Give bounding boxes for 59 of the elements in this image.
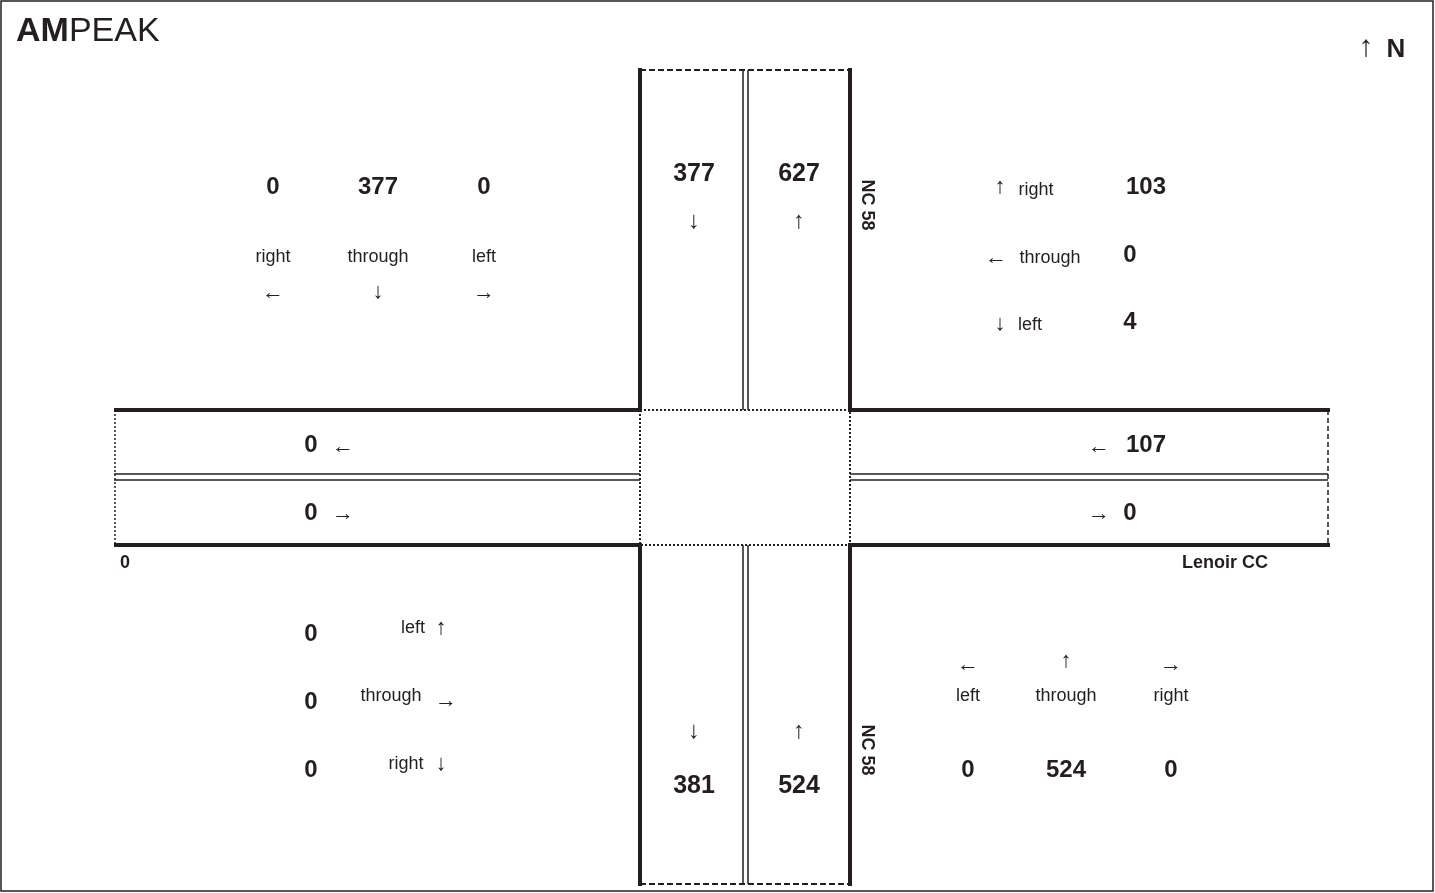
movement-label: right [388,754,424,772]
direction-arrow: ← [985,246,1007,268]
volume-number: 627 [778,159,820,185]
direction-arrow: ↓ [688,718,700,742]
direction-arrow: → [1160,653,1182,675]
movement-label: left [401,618,425,636]
volume-number: 0 [120,553,130,571]
movement-label: right [255,247,291,265]
road-name: Lenoir CC [1182,553,1268,571]
volume-number: 377 [358,174,398,198]
movement-label: through [1019,248,1081,266]
direction-arrow: ↓ [372,280,384,302]
direction-arrow: ↓ [688,208,700,232]
direction-arrow: → [332,502,354,524]
volume-number: 0 [477,174,491,198]
direction-arrow: → [473,281,495,303]
direction-arrow: ← [1088,435,1110,457]
volume-number: 4 [1123,309,1137,333]
movement-label: through [360,686,422,704]
movement-label: through [1035,686,1097,704]
direction-arrow: ↑ [793,208,805,232]
movement-label: right [1153,686,1189,704]
movement-label: left [472,247,496,265]
direction-arrow: ← [957,653,979,675]
direction-arrow: ↑ [1060,649,1072,671]
road-name: NC 58 [859,724,877,776]
direction-arrow: ↑ [793,718,805,742]
volume-number: 524 [1046,757,1086,781]
volume-number: 0 [304,621,318,645]
volume-number: 377 [673,159,715,185]
direction-arrow: ↓ [994,312,1006,334]
volume-number: 0 [1123,500,1137,524]
north-label: N [1386,35,1406,61]
direction-arrow: ↑ [994,175,1006,197]
volume-number: 381 [673,771,715,797]
direction-arrow: ← [332,435,354,457]
direction-arrow: ↓ [435,752,447,774]
movement-label: right [1018,180,1054,198]
volume-number: 0 [304,500,318,524]
direction-arrow: → [1088,502,1110,524]
movement-label: left [1018,315,1042,333]
volume-number: 0 [1123,242,1137,266]
direction-arrow: ← [262,281,284,303]
volume-number: 103 [1126,174,1166,198]
movement-label: through [347,247,409,265]
volume-number: 524 [778,771,820,797]
movement-label: left [956,686,980,704]
volume-number: 0 [304,689,318,713]
direction-arrow: ↑ [435,616,447,638]
volume-number: 107 [1126,432,1166,456]
north-arrow: ↑ [1358,31,1374,61]
road-name: NC 58 [859,179,877,231]
volume-number: 0 [961,757,975,781]
volume-number: 0 [304,757,318,781]
direction-arrow: → [435,689,457,711]
title: AMPEAK [16,12,160,46]
volume-number: 0 [304,432,318,456]
volume-number: 0 [1164,757,1178,781]
volume-number: 0 [266,174,280,198]
